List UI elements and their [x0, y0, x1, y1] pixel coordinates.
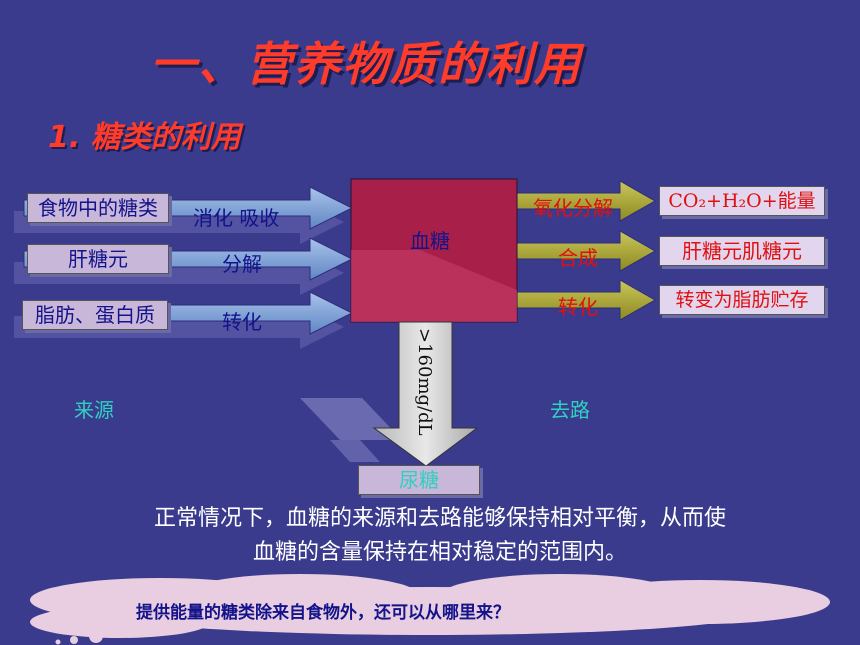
threshold-label: >160mg/dL	[414, 328, 435, 436]
section-subtitle: 1. 糖类的利用	[48, 120, 241, 155]
explanation-paragraph: 正常情况下，血糖的来源和去路能够保持相对平衡，从而使 血糖的含量保持在相对稳定的…	[60, 502, 820, 570]
source-label: 来源	[74, 398, 114, 422]
outgoing-arrows	[516, 180, 657, 321]
process-synthesis: 合成	[558, 246, 598, 270]
explanation-line-2: 血糖的含量保持在相对稳定的范围内。	[252, 540, 627, 565]
blood-sugar-label: 血糖	[410, 229, 450, 253]
arrow-oxidation	[516, 180, 657, 222]
process-digest-absorb: 消化 吸收	[193, 206, 280, 230]
blood-sugar-box-graphic	[350, 178, 518, 323]
source-box-fat-protein: 脂肪、蛋白质	[22, 300, 168, 330]
arrow-conversion	[516, 279, 657, 321]
process-decompose: 分解	[222, 252, 262, 276]
process-oxidation: 氧化分解	[533, 196, 613, 220]
thought-cloud	[30, 574, 830, 645]
source-box-food: 食物中的糖类	[27, 193, 169, 223]
down-arrow	[372, 321, 479, 467]
arrow-synthesis	[516, 230, 657, 272]
process-convert-out: 转化	[558, 295, 598, 319]
question-text: 提供能量的糖类除来自食物外，还可以从哪里来？	[136, 603, 510, 623]
dest-box-glycogen: 肝糖元肌糖元	[659, 236, 825, 266]
process-convert-in: 转化	[222, 310, 262, 334]
dest-box-co2-h2o-energy: CO₂+H₂O+能量	[659, 186, 825, 216]
down-arrow-shadow-2	[330, 440, 380, 462]
page-title: 一、营养物质的利用	[150, 37, 582, 91]
explanation-line-1: 正常情况下，血糖的来源和去路能够保持相对平衡，从而使	[153, 506, 726, 531]
urine-sugar-box: 尿糖	[358, 465, 480, 495]
destination-label: 去路	[550, 398, 590, 422]
source-box-liver-glycogen: 肝糖元	[27, 244, 169, 274]
dest-box-fat-storage: 转变为脂肪贮存	[659, 285, 825, 315]
